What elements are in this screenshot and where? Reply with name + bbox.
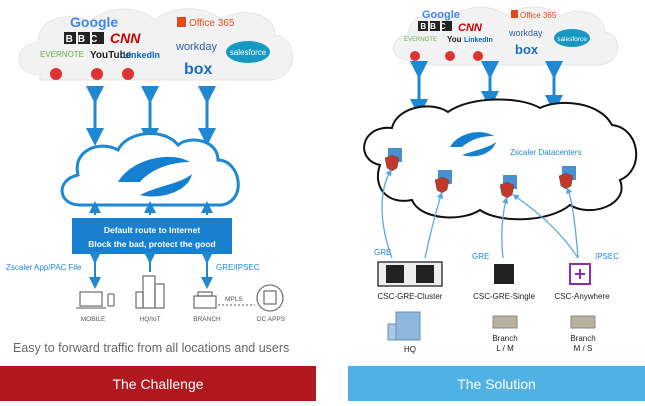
default-route-line1: Default route to Internet — [104, 225, 201, 235]
office365-icon — [177, 17, 186, 27]
bbc-logo: BBC — [64, 32, 104, 45]
label-mpls: MPLS — [225, 296, 243, 303]
solution-banner: The Solution — [348, 366, 645, 401]
tunnel-arrows — [381, 169, 579, 259]
office365-logo: Office 365 — [520, 11, 557, 20]
datacenter-node-icon — [499, 175, 517, 199]
solution-banner-text: The Solution — [457, 375, 536, 392]
left-up-arrows — [89, 201, 213, 289]
evernote-logo: EVERNOTE — [404, 37, 437, 43]
label-gre-ipsec: GRE/IPSEC — [216, 263, 260, 272]
left-zscaler-cloud — [60, 132, 240, 207]
datacenter-icon — [256, 284, 284, 312]
label-app-pac: Zscaler App/PAC File — [6, 263, 82, 272]
zscaler-logo-icon — [118, 156, 192, 197]
linkedin-logo: LinkedIn — [123, 50, 160, 60]
device-label: CSC-GRE-Cluster — [378, 292, 443, 301]
challenge-banner-text: The Challenge — [112, 375, 204, 392]
left-saas-cloud — [18, 8, 294, 81]
device-label: CSC-Anywhere — [554, 292, 610, 301]
right-cloud-arrows — [410, 61, 563, 117]
box-logo: box — [184, 61, 213, 78]
google-logo: Google — [422, 9, 460, 21]
office365-icon — [511, 10, 518, 18]
datacenters-label: Zscaler Datacenters — [510, 148, 582, 157]
site-sublabel: M / S — [574, 344, 593, 353]
right-cloud-logos: Google BBC CNN Office 365 EVERNOTE You L… — [404, 9, 590, 61]
threat-icon — [50, 68, 62, 80]
google-logo: Google — [70, 14, 118, 30]
site-label: Branch — [492, 334, 517, 343]
phone-icon — [107, 293, 115, 307]
workday-logo: workday — [508, 28, 543, 38]
youtube-logo: You — [447, 35, 462, 44]
branch-building-icon — [492, 315, 518, 329]
threat-icon — [445, 51, 455, 61]
branch-building-icon — [570, 315, 596, 329]
office365-logo: Office 365 — [189, 18, 235, 29]
router-icon — [386, 265, 404, 283]
radiation-icon — [122, 68, 134, 80]
youtube-logo: YouTube — [90, 50, 132, 61]
csc-anywhere-device — [569, 263, 591, 285]
threat-icon — [91, 68, 103, 80]
workday-logo: workday — [175, 41, 217, 53]
site-label: HQ — [404, 345, 416, 354]
csc-gre-cluster-device — [377, 261, 443, 287]
left-cloud-arrows — [86, 86, 216, 146]
location-hq-iot: HQ/IoT — [140, 316, 161, 323]
site-sublabel: L / M — [496, 344, 514, 353]
box-logo: box — [515, 42, 539, 57]
router-icon — [494, 264, 514, 284]
bbc-logo: BBC — [418, 21, 452, 31]
device-label: CSC-GRE-Single — [473, 292, 535, 301]
challenge-banner: The Challenge — [0, 366, 316, 401]
salesforce-logo: salesforce — [230, 48, 267, 57]
cnn-logo: CNN — [458, 22, 483, 34]
linkedin-logo: LinkedIn — [464, 37, 493, 44]
datacenter-node-icon — [558, 166, 576, 190]
default-route-line2: Block the bad, protect the good — [88, 239, 216, 249]
zscaler-datacenters-cloud: Zscaler Datacenters — [363, 98, 638, 221]
gre-left-label: GRE — [374, 248, 391, 257]
router-icon — [416, 265, 434, 283]
default-route-box: Default route to Internet Block the bad,… — [72, 218, 232, 254]
branch-building-icon — [193, 291, 217, 309]
cnn-logo: CNN — [110, 30, 141, 46]
datacenter-node-icon — [434, 170, 452, 194]
svg-text:BBC: BBC — [420, 22, 449, 31]
salesforce-icon — [554, 29, 590, 47]
zscaler-logo-icon — [450, 132, 496, 157]
location-dc-apps: DC APPS — [257, 316, 286, 323]
csc-gre-single-device — [494, 264, 514, 284]
left-tagline: Easy to forward traffic from all locatio… — [13, 341, 289, 355]
evernote-logo: EVERNOTE — [40, 50, 84, 59]
left-location-icons — [76, 275, 284, 312]
site-label: Branch — [570, 334, 595, 343]
building-icon — [135, 275, 165, 309]
location-mobile: MOBILE — [81, 316, 106, 323]
laptop-icon — [76, 291, 106, 309]
hq-building-icon — [387, 311, 421, 341]
location-branch: BRANCH — [193, 316, 221, 323]
ipsec-label: IPSEC — [595, 252, 619, 261]
svg-text:BBC: BBC — [66, 34, 103, 45]
threat-icon — [410, 51, 420, 61]
left-cloud-logos: Google BBC CNN Office 365 EVERNOTE YouTu… — [40, 14, 270, 80]
datacenter-node-icon — [384, 148, 402, 172]
gre-mid-label: GRE — [472, 252, 489, 261]
salesforce-icon — [226, 41, 270, 63]
salesforce-logo: salesforce — [557, 36, 587, 43]
radiation-icon — [473, 51, 483, 61]
